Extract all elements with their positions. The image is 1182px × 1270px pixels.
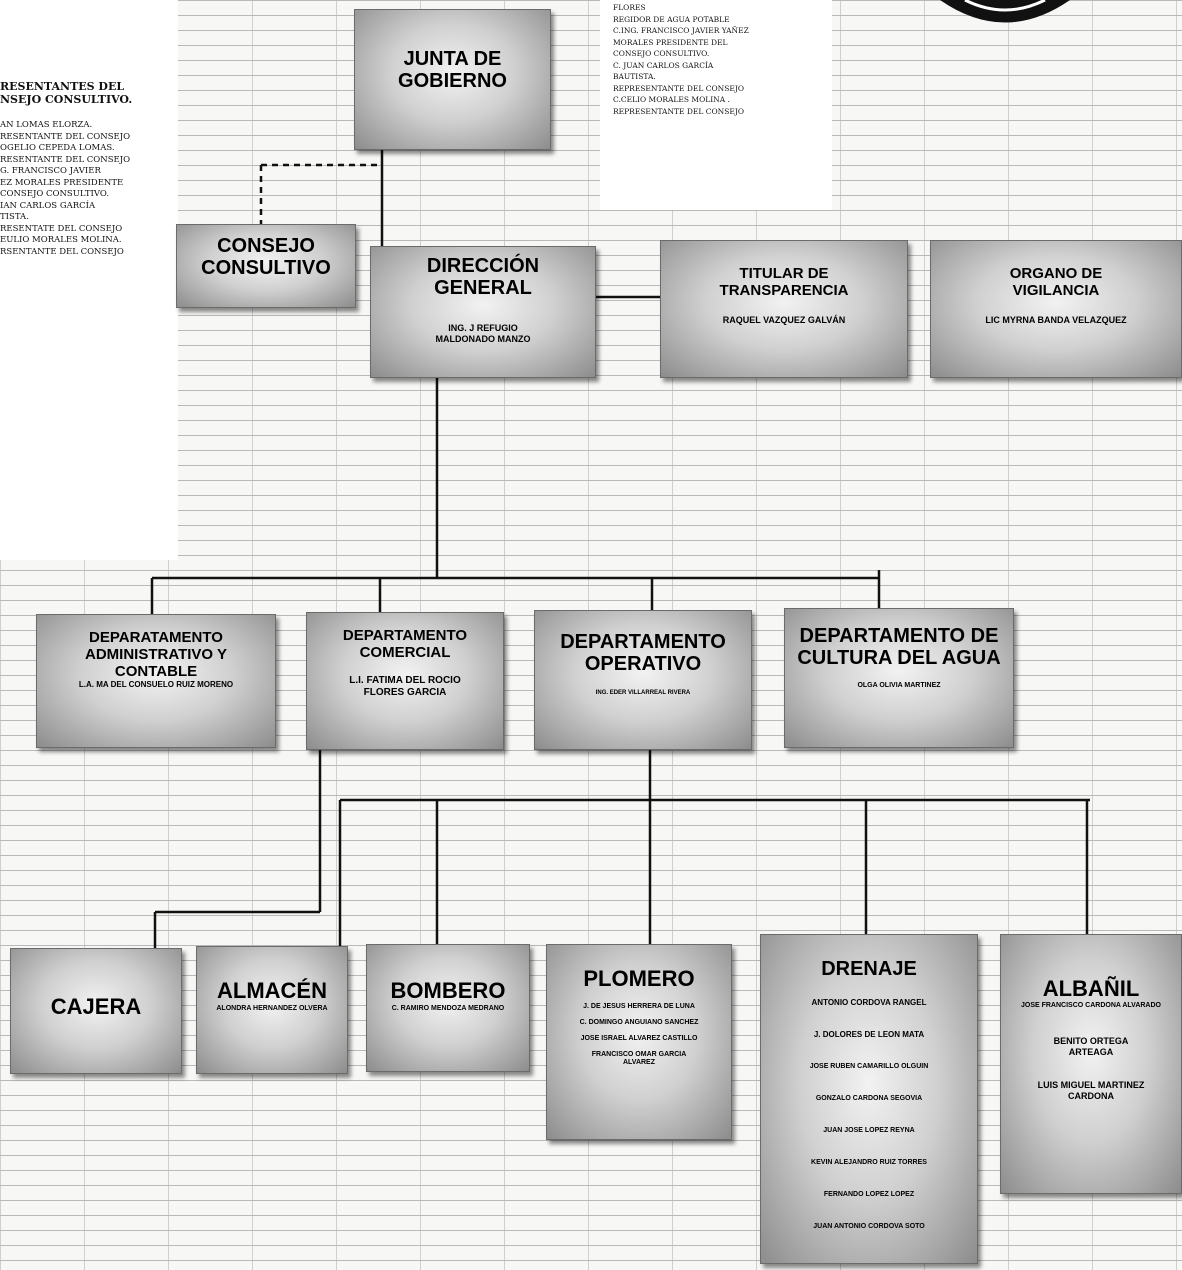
box-person-name: FRANCISCO OMAR GARCIA ALVAREZ bbox=[591, 1051, 687, 1066]
representative-line: FLORES bbox=[613, 3, 646, 12]
departamento-cultura-agua-box: DEPARTAMENTO DE CULTURA DEL AGUA OLGA OL… bbox=[784, 608, 1014, 748]
consejo-consultivo-box: CONSEJO CONSULTIVO bbox=[176, 224, 356, 308]
box-title: BOMBERO bbox=[390, 978, 506, 1003]
box-person-name: GONZALO CARDONA SEGOVIA bbox=[815, 1095, 923, 1102]
representative-line: REPRESENTANTE DEL CONSEJO bbox=[613, 106, 744, 116]
representative-line: CONSEJO CONSULTIVO. bbox=[613, 49, 710, 58]
junta-de-gobierno-box: JUNTA DE GOBIERNO bbox=[354, 9, 551, 150]
plomero-box: PLOMERO J. DE JESUS HERRERA DE LUNA C. D… bbox=[546, 944, 732, 1140]
box-title: DEPARTAMENTO OPERATIVO bbox=[560, 631, 726, 675]
box-person-name: RAQUEL VAZQUEZ GALVÁN bbox=[722, 315, 846, 325]
box-title: DEPARTAMENTO DE CULTURA DEL AGUA bbox=[797, 625, 1001, 669]
representative-line: RESENTANTE DEL CONSEJO bbox=[0, 131, 131, 142]
box-person-name: L.A. MA DEL CONSUELO RUIZ MORENO bbox=[78, 680, 234, 689]
box-person-name: C. DOMINGO ANGUIANO SANCHEZ bbox=[579, 1019, 699, 1026]
box-title: ALMACÉN bbox=[217, 978, 327, 1003]
box-title: DEPARTAMENTO COMERCIAL bbox=[342, 627, 468, 661]
drenaje-box: DRENAJE ANTONIO CORDOVA RANGEL J. DOLORE… bbox=[760, 934, 978, 1264]
left-paper-patch bbox=[0, 0, 178, 560]
representative-line: BAUTISTA. bbox=[613, 72, 656, 81]
representative-line: RESENTANTE DEL CONSEJO bbox=[0, 154, 131, 165]
representative-line: AN LOMAS ELORZA. bbox=[0, 120, 93, 130]
box-person-name: OLGA OLIVIA MARTINEZ bbox=[857, 682, 941, 689]
albanil-box: ALBAÑIL JOSE FRANCISCO CARDONA ALVARADO … bbox=[1000, 934, 1182, 1194]
representative-line: OGELIO CEPEDA LOMAS. bbox=[0, 143, 115, 153]
box-person-name: JUAN JOSE LOPEZ REYNA bbox=[823, 1127, 915, 1134]
departamento-administrativo-box: DEPARATAMENTO ADMINISTRATIVO Y CONTABLE … bbox=[36, 614, 276, 748]
box-person-name: KEVIN ALEJANDRO RUIZ TORRES bbox=[811, 1159, 927, 1166]
representative-line: EULIO MORALES MOLINA. bbox=[0, 235, 122, 245]
box-person-name: JOSE ISRAEL ALVAREZ CASTILLO bbox=[580, 1035, 698, 1042]
representative-line: G. FRANCISCO JAVIER bbox=[0, 166, 101, 176]
logo-fragment-icon bbox=[940, 0, 1070, 23]
box-person-name: JOSE FRANCISCO CARDONA ALVARADO bbox=[1020, 1002, 1161, 1009]
box-person-name: ALONDRA HERNANDEZ OLVERA bbox=[216, 1005, 328, 1012]
representative-line: C.CELIO MORALES MOLINA . bbox=[613, 95, 730, 104]
representative-line: CONSEJO CONSULTIVO. bbox=[0, 189, 110, 199]
box-title: CAJERA bbox=[50, 994, 142, 1019]
box-title: ALBAÑIL bbox=[1042, 976, 1140, 1001]
direccion-general-box: DIRECCIÓN GENERAL ING. J REFUGIO MALDONA… bbox=[370, 246, 596, 378]
box-person-name: LIC MYRNA BANDA VELAZQUEZ bbox=[985, 315, 1127, 325]
representative-line: IAN CARLOS GARCÍA bbox=[0, 200, 96, 211]
box-person-name: JOSE RUBEN CAMARILLO OLGUIN bbox=[809, 1063, 929, 1070]
box-person-name: BENITO ORTEGA ARTEAGA bbox=[1053, 1036, 1129, 1057]
box-person-name: L.I. FATIMA DEL ROCIO FLORES GARCIA bbox=[349, 675, 461, 698]
representative-line: C. JUAN CARLOS GARCÍA bbox=[613, 60, 714, 70]
departamento-operativo-box: DEPARTAMENTO OPERATIVO ING. EDER VILLARR… bbox=[534, 610, 752, 750]
box-person-name: ANTONIO CORDOVA RANGEL bbox=[811, 998, 927, 1007]
box-person-name: ING. J REFUGIO MALDONADO MANZO bbox=[435, 323, 531, 344]
representative-line: EZ MORALES PRESIDENTE bbox=[0, 177, 124, 188]
representatives-heading-1: RESENTANTES DEL bbox=[0, 80, 125, 93]
top-paper-patch bbox=[600, 0, 832, 210]
box-person-name: ING. EDER VILLARREAL RIVERA bbox=[595, 690, 691, 696]
departamento-comercial-box: DEPARTAMENTO COMERCIAL L.I. FATIMA DEL R… bbox=[306, 612, 504, 750]
representative-line: REGIDOR DE AGUA POTABLE bbox=[613, 14, 730, 24]
box-title: PLOMERO bbox=[583, 966, 695, 991]
representatives-heading-2: NSEJO CONSULTIVO. bbox=[0, 93, 133, 106]
box-title: TITULAR DE TRANSPARENCIA bbox=[719, 265, 849, 299]
representative-line: RESENTATE DEL CONSEJO bbox=[0, 223, 123, 234]
representative-line: C.ING. FRANCISCO JAVIER YAÑEZ bbox=[613, 26, 749, 35]
box-title: DRENAJE bbox=[821, 958, 917, 980]
consejo-representatives-list: RESENTANTES DEL NSEJO CONSULTIVO. AN LOM… bbox=[0, 80, 178, 258]
box-title: DIRECCIÓN GENERAL bbox=[426, 255, 540, 299]
representative-line: TISTA. bbox=[0, 212, 29, 222]
representative-line: RSENTANTE DEL CONSEJO bbox=[0, 246, 124, 257]
titular-transparencia-box: TITULAR DE TRANSPARENCIA RAQUEL VAZQUEZ … bbox=[660, 240, 908, 378]
box-person-name: JUAN ANTONIO CORDOVA SOTO bbox=[813, 1223, 925, 1230]
box-title: JUNTA DE GOBIERNO bbox=[398, 48, 507, 92]
box-person-name: J. DOLORES DE LEON MATA bbox=[813, 1030, 925, 1039]
box-title: CONSEJO CONSULTIVO bbox=[201, 235, 331, 279]
representative-line: REPRESENTANTE DEL CONSEJO bbox=[613, 83, 744, 93]
cajera-box: CAJERA bbox=[10, 948, 182, 1074]
box-person-name: FERNANDO LOPEZ LOPEZ bbox=[823, 1191, 915, 1198]
bombero-box: BOMBERO C. RAMIRO MENDOZA MEDRANO bbox=[366, 944, 530, 1072]
top-representatives-list: FLORES REGIDOR DE AGUA POTABLE C.ING. FR… bbox=[613, 2, 828, 117]
box-title: ORGANO DE VIGILANCIA bbox=[1009, 265, 1103, 299]
box-person-name: LUIS MIGUEL MARTINEZ CARDONA bbox=[1037, 1080, 1145, 1101]
box-person-name: C. RAMIRO MENDOZA MEDRANO bbox=[391, 1005, 505, 1012]
almacen-box: ALMACÉN ALONDRA HERNANDEZ OLVERA bbox=[196, 946, 348, 1074]
organo-vigilancia-box: ORGANO DE VIGILANCIA LIC MYRNA BANDA VEL… bbox=[930, 240, 1182, 378]
representative-line: MORALES PRESIDENTE DEL bbox=[613, 37, 728, 47]
box-title: DEPARATAMENTO ADMINISTRATIVO Y CONTABLE bbox=[85, 629, 227, 680]
box-person-name: J. DE JESUS HERRERA DE LUNA bbox=[583, 1003, 695, 1010]
